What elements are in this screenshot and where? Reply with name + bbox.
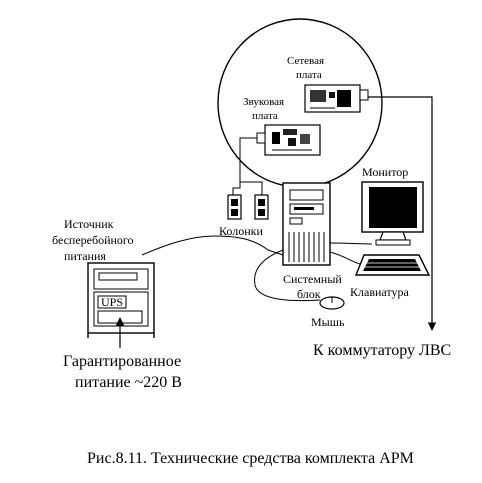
mouse-label: Мышь xyxy=(311,315,345,329)
ups-power-cable xyxy=(141,235,284,256)
power-label-1: Гарантированное xyxy=(63,353,181,370)
sound-card-label-2: плата xyxy=(252,110,278,122)
monitor-cable xyxy=(329,242,373,245)
switch-label: К коммутатору ЛВС xyxy=(313,342,451,359)
sound-card-icon xyxy=(256,124,321,156)
speakers-label: Колонки xyxy=(219,224,263,238)
system-unit-icon xyxy=(282,182,331,266)
network-card-icon xyxy=(304,84,369,113)
speaker-cable-right xyxy=(240,181,263,195)
network-cable xyxy=(368,96,437,331)
ups-box-label: UPS xyxy=(101,295,123,309)
speaker-cable-left xyxy=(232,137,257,195)
monitor-icon xyxy=(361,181,424,246)
sound-card-label-1: Звуковая xyxy=(243,96,284,108)
ups-source-label-1: Источник xyxy=(64,217,114,231)
system-unit-label-2: блок xyxy=(297,287,321,301)
speakers-icon xyxy=(227,194,269,220)
keyboard-label: Клавиатура xyxy=(350,285,410,299)
network-card-label-2: плата xyxy=(296,69,322,81)
mouse-cable xyxy=(254,249,321,302)
ups-source-label-3: питания xyxy=(64,249,106,263)
network-card-label-1: Сетевая xyxy=(287,55,324,67)
keyboard-icon xyxy=(354,254,431,276)
monitor-label: Монитор xyxy=(362,165,408,179)
figure-caption: Рис.8.11. Технические средства комплекта… xyxy=(87,450,414,467)
ups-source-label-2: бесперебойного xyxy=(52,233,134,247)
mouse-icon xyxy=(319,296,345,310)
power-label-2: питание ~220 В xyxy=(75,374,182,391)
system-unit-label-1: Системный xyxy=(283,272,342,286)
keyboard-cable xyxy=(329,251,361,265)
